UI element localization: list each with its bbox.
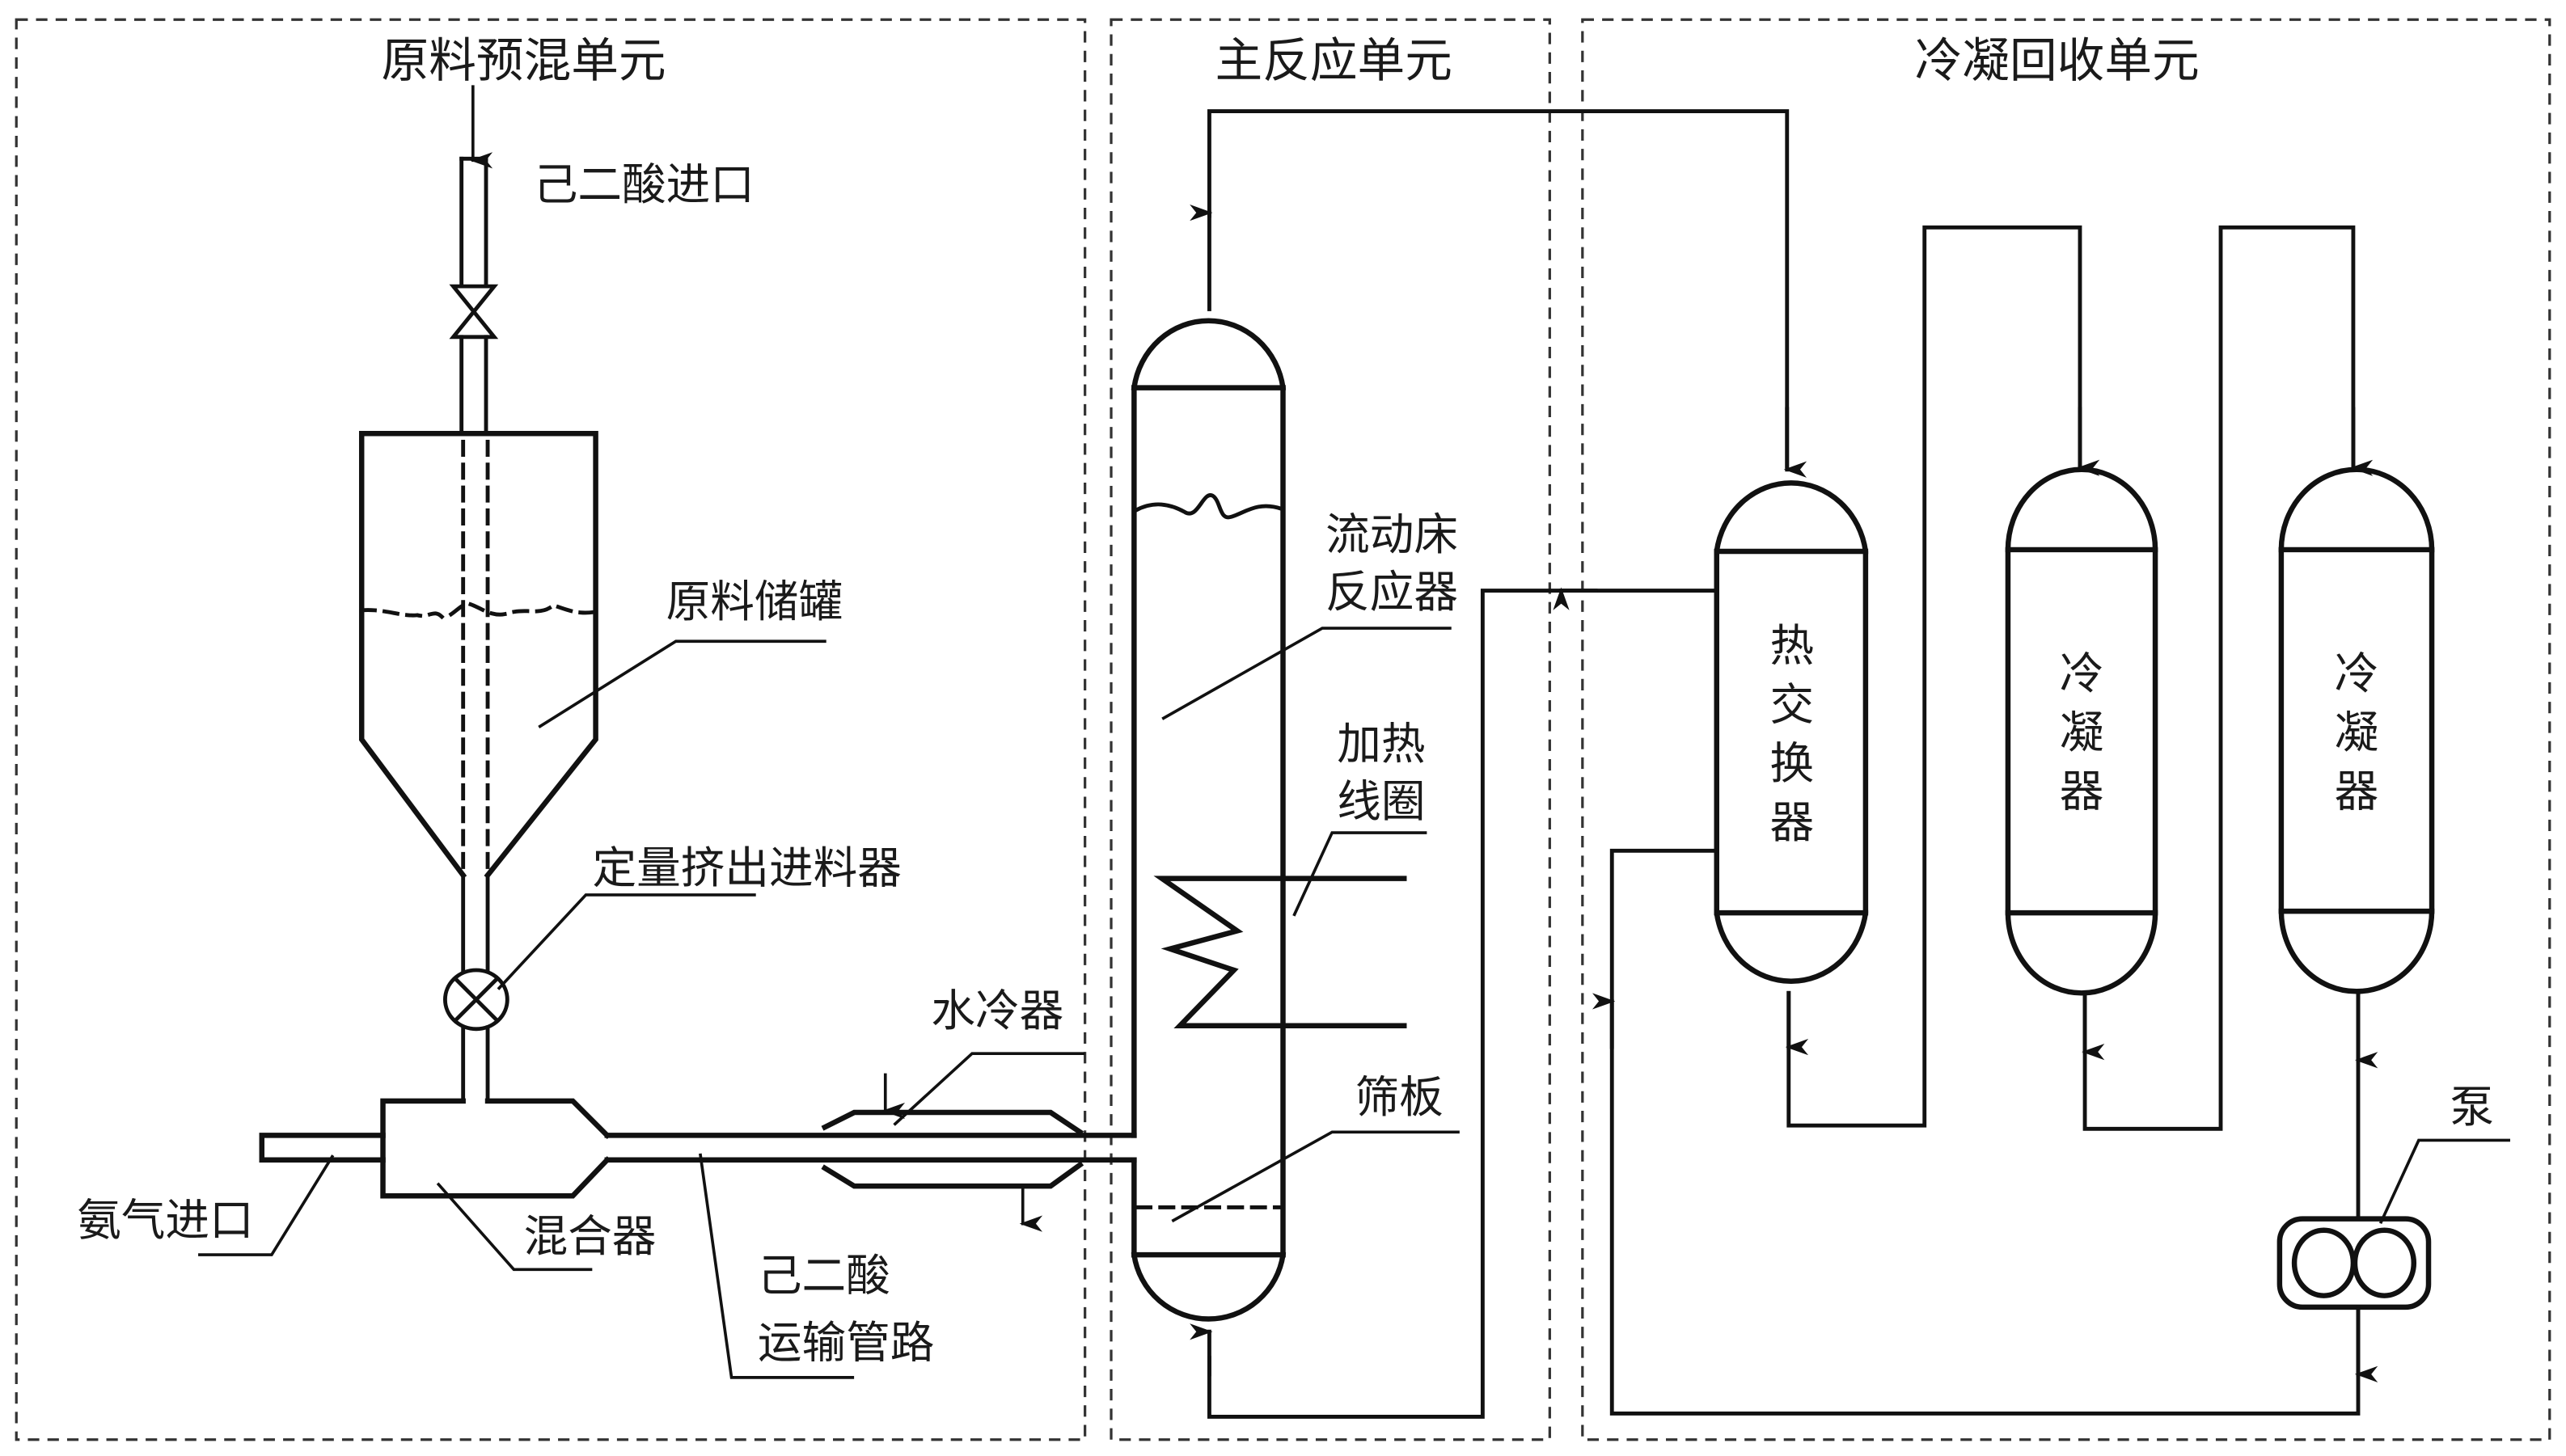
fluidized-bed-reactor xyxy=(1131,318,1287,1322)
recovery-unit-box xyxy=(1581,18,2551,1441)
premix-unit-title: 原料预混单元 xyxy=(382,33,666,88)
transport-line-label-2: 运输管路 xyxy=(758,1317,935,1369)
heating-coil xyxy=(1153,876,1407,1029)
heating-coil-leader xyxy=(1292,831,1427,917)
svg-text:换: 换 xyxy=(1770,737,1815,789)
metering-feeder-leader xyxy=(497,893,756,990)
svg-text:器: 器 xyxy=(1770,796,1815,848)
reactor-leader xyxy=(1161,627,1452,720)
svg-text:热: 热 xyxy=(1770,620,1815,672)
svg-text:交: 交 xyxy=(1770,678,1815,730)
water-cooler xyxy=(821,1073,1084,1232)
svg-text:凝: 凝 xyxy=(2060,707,2104,758)
heating-coil-label-1: 加热 xyxy=(1337,718,1425,770)
ammonia-inlet-leader xyxy=(198,1154,335,1256)
feed-valve-icon xyxy=(449,284,499,340)
tank-internal-pipe xyxy=(461,439,490,878)
svg-text:凝: 凝 xyxy=(2335,707,2379,758)
metering-feeder-label: 定量挤出进料器 xyxy=(593,842,902,894)
heat-exchanger-label: 热 交 换 器 xyxy=(1770,620,1815,849)
exchanger-to-condenser1-pipe xyxy=(1786,225,2082,1128)
pump-icon xyxy=(2276,1216,2432,1310)
transport-line-label-1: 己二酸 xyxy=(758,1250,890,1302)
mixer-leader xyxy=(436,1182,593,1272)
condenser-2-label: 冷 凝 器 xyxy=(2335,648,2379,817)
metering-feeder-icon xyxy=(442,968,509,1032)
heating-coil-label-2: 线圈 xyxy=(1337,775,1425,827)
storage-tank-leader xyxy=(538,639,826,728)
condenser-1-label: 冷 凝 器 xyxy=(2060,648,2104,817)
storage-tank-label: 原料储罐 xyxy=(666,576,843,627)
ammonia-inlet-label: 氨气进口 xyxy=(77,1194,254,1246)
mixer-label: 混合器 xyxy=(524,1210,657,1262)
condenser-2 xyxy=(2278,466,2435,994)
svg-text:器: 器 xyxy=(2335,766,2379,817)
adipic-acid-feed-pipe xyxy=(459,85,493,433)
condenser-1 xyxy=(2005,466,2158,996)
reactor-label-1: 流动床 xyxy=(1325,509,1458,560)
reactor-to-exchanger-pipe xyxy=(1207,109,1790,469)
reaction-unit-title: 主反应单元 xyxy=(1215,33,1452,88)
svg-text:冷: 冷 xyxy=(2335,648,2379,699)
adipic-transport-pipe xyxy=(604,1133,1137,1163)
pump-label: 泵 xyxy=(2450,1081,2494,1133)
reactor-label-2: 反应器 xyxy=(1325,566,1458,618)
sieve-plate-label: 筛板 xyxy=(1355,1071,1444,1123)
storage-tank xyxy=(358,431,598,880)
transport-line-leader xyxy=(699,1153,855,1379)
sieve-plate-leader xyxy=(1171,1130,1460,1223)
ammonia-inlet-pipe xyxy=(259,1133,386,1163)
adipic-inlet-label: 己二酸进口 xyxy=(534,158,755,210)
water-cooler-leader xyxy=(893,1052,1085,1126)
svg-text:冷: 冷 xyxy=(2060,648,2104,699)
pump-leader xyxy=(2378,1138,2510,1225)
premix-unit-box xyxy=(15,18,1087,1441)
feeder-pipe xyxy=(461,873,490,1104)
reaction-unit-box xyxy=(1110,18,1551,1441)
heat-exchanger xyxy=(1714,480,1869,984)
svg-text:器: 器 xyxy=(2060,766,2104,817)
condenser1-to-condenser2-pipe xyxy=(2082,225,2356,1131)
tank-liquid-level xyxy=(359,601,598,619)
recovery-unit-title: 冷凝回收单元 xyxy=(1915,33,2200,88)
mixer xyxy=(380,1098,611,1199)
water-cooler-label: 水冷器 xyxy=(931,985,1063,1036)
fluid-bed-surface xyxy=(1133,493,1284,520)
